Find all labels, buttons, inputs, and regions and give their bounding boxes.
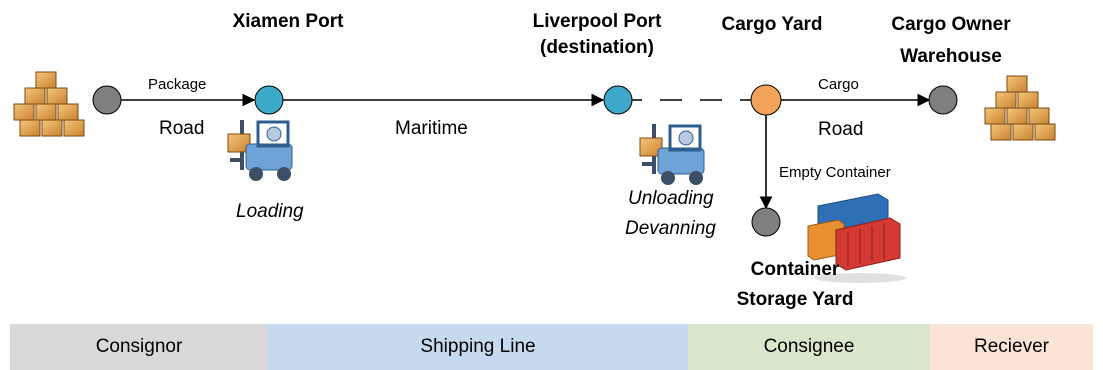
band-consignor: Consignor [10,324,268,370]
label-unloading: Unloading [628,188,714,209]
node-liverpool-port [603,85,633,115]
label-cargo: Cargo [818,76,859,93]
band-reciever: Reciever [930,324,1093,370]
node-xiamen-port [254,85,284,115]
node-consignor [92,85,122,115]
label-devanning: Devanning [625,218,716,239]
shipping-containers-icon [807,193,906,283]
node-container-storage-yard [751,207,781,237]
label-road-right: Road [818,119,864,140]
band-shipping-line: Shipping Line [268,324,688,370]
node-cargo-yard [750,84,782,116]
node-cargo-owner-warehouse [928,85,958,115]
label-package: Package [148,76,207,93]
band-consignee: Consignee [688,324,930,370]
forklift-icon [639,124,705,185]
label-loading: Loading [236,201,304,222]
forklift-icon [227,120,293,181]
label-empty-container: Empty Container [779,164,891,181]
box-pile-icon [984,75,1056,141]
label-maritime: Maritime [395,118,468,139]
box-pile-icon [13,71,85,137]
label-road-left: Road [159,118,205,139]
